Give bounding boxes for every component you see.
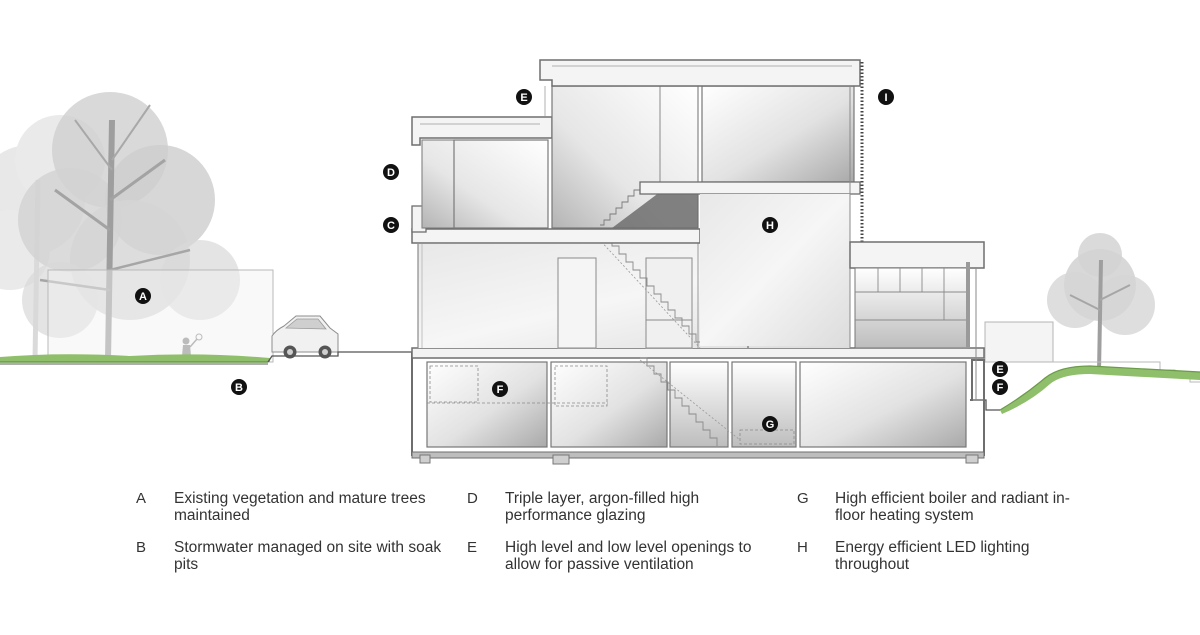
marker-c: C xyxy=(383,217,399,233)
child-figure xyxy=(182,333,203,362)
basement-room-3 xyxy=(669,361,729,448)
door-2 xyxy=(645,257,693,349)
legend-letter: D xyxy=(467,490,478,507)
marker-a-label: A xyxy=(139,291,147,303)
marker-h-label: H xyxy=(766,220,774,232)
marker-c-label: C xyxy=(387,220,395,232)
legend-text: Stormwater managed on site with soak pit… xyxy=(174,539,442,573)
marker-f-interior: F xyxy=(492,381,508,397)
marker-e-lower-label: E xyxy=(996,364,1003,376)
marker-e-upper: E xyxy=(516,89,532,105)
double-height-space xyxy=(700,194,850,346)
staircase-lower xyxy=(640,357,718,446)
legend-letter: E xyxy=(467,539,478,556)
right-lower-room xyxy=(854,267,968,349)
mezzanine-slab xyxy=(639,181,861,195)
legend-letter: H xyxy=(797,539,808,556)
marker-i-label: I xyxy=(884,92,887,104)
grass-left xyxy=(0,354,270,362)
legend-text: High level and low level openings to all… xyxy=(505,539,752,573)
marker-f-interior-label: F xyxy=(497,384,504,396)
site-boundary xyxy=(47,269,274,363)
basement-room-1 xyxy=(426,361,548,448)
marker-i: I xyxy=(878,89,894,105)
marker-b: B xyxy=(231,379,247,395)
neighbour-structure xyxy=(984,321,1054,363)
marker-a: A xyxy=(135,288,151,304)
marker-g: G xyxy=(762,416,778,432)
ground-line-left xyxy=(267,351,412,363)
legend: A Existing vegetation and mature trees m… xyxy=(0,482,1200,632)
marker-e-lower: E xyxy=(992,361,1008,377)
basement-room-4 xyxy=(731,361,797,448)
basement-room-5 xyxy=(799,361,967,448)
right-lower-roof xyxy=(849,241,985,269)
legend-text: High efficient boiler and radiant in-flo… xyxy=(835,490,1070,524)
building-section-diagram: A B C D E I H F xyxy=(0,59,1200,465)
marker-g-label: G xyxy=(766,419,775,431)
marker-h: H xyxy=(762,217,778,233)
first-floor-slab-left xyxy=(411,228,701,244)
marker-f-exterior: F xyxy=(992,379,1008,395)
right-landscape xyxy=(972,233,1200,414)
legend-letter: B xyxy=(136,539,147,556)
marker-f-exterior-label: F xyxy=(997,382,1004,394)
car xyxy=(271,315,339,359)
stair-landing xyxy=(612,192,698,228)
top-room-right xyxy=(701,85,855,183)
grass-right xyxy=(1000,366,1200,414)
marker-d-label: D xyxy=(387,167,395,179)
basement-room-2 xyxy=(550,361,668,448)
mature-tree xyxy=(18,92,240,361)
legend-text: Energy efficient LED lighting throughout xyxy=(835,539,1030,573)
top-roof xyxy=(539,59,861,87)
upper-left-room xyxy=(421,139,549,229)
left-landscape xyxy=(0,92,412,365)
marker-b-label: B xyxy=(235,382,243,394)
annotation-markers: A B C D E I H F xyxy=(135,89,1008,432)
legend-letter: G xyxy=(797,490,809,507)
ground-floor-slab xyxy=(411,347,985,359)
marker-d: D xyxy=(383,164,399,180)
legend-letter: A xyxy=(136,490,147,507)
legend-text: Existing vegetation and mature trees mai… xyxy=(174,490,426,524)
marker-e-upper-label: E xyxy=(520,92,527,104)
staircase-upper xyxy=(598,229,703,343)
building-section xyxy=(411,59,985,465)
door-1 xyxy=(557,257,597,349)
right-tree xyxy=(1047,233,1155,373)
legend-text: Triple layer, argon-filled high performa… xyxy=(505,490,700,524)
